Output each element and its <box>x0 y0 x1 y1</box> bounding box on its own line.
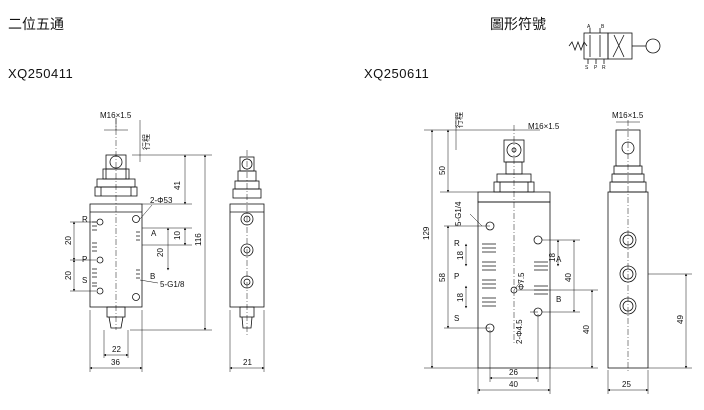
rs-thread-label: M16×1.5 <box>612 111 644 120</box>
symbol-port-p: P <box>594 65 598 71</box>
right-front-view <box>424 115 598 394</box>
model-right: XQ250611 <box>364 66 430 81</box>
lf-hole-note: 2-Φ53 <box>150 196 173 205</box>
lf-dim-h3: 20 <box>156 248 165 257</box>
lf-dim-overall: 116 <box>194 233 203 246</box>
lf-dim-h2: 10 <box>173 231 182 240</box>
lf-port-s: S <box>82 276 87 285</box>
rf-dim-rb: 40 <box>582 325 591 334</box>
rf-hole-note: 2-Φ4.5 <box>515 319 524 344</box>
lf-thread-label: M16×1.5 <box>100 111 132 120</box>
lf-dim-left2: 20 <box>64 271 73 280</box>
rf-dim-r2: 40 <box>564 273 573 282</box>
title-right: 圖形符號 <box>490 16 546 32</box>
model-left: XQ250411 <box>8 66 74 81</box>
left-front-view <box>70 118 212 372</box>
lf-port-a: A <box>151 229 157 238</box>
lf-dim-w2: 36 <box>111 358 120 367</box>
rf-thread-label: M16×1.5 <box>528 122 560 131</box>
left-side-view <box>229 150 265 372</box>
right-side-view <box>607 120 692 394</box>
lf-dim-h1: 41 <box>173 181 182 190</box>
symbol-box-2 <box>607 32 633 60</box>
lf-dim-left1: 20 <box>64 236 73 245</box>
ls-dim-width: 21 <box>243 358 252 367</box>
symbol-port-r: R <box>602 65 606 71</box>
rf-dim-mid: 58 <box>438 273 447 282</box>
symbol-port-a: A <box>587 24 591 30</box>
lf-port-note: 5-G1/8 <box>160 280 185 289</box>
lf-dim-w1: 22 <box>112 345 121 354</box>
rf-port-b: B <box>556 295 561 304</box>
roller-icon <box>645 38 661 54</box>
lf-stroke-label: 行程 <box>141 134 151 150</box>
rf-port-s: S <box>454 314 459 323</box>
rs-dim-height: 49 <box>676 315 685 324</box>
title-left: 二位五通 <box>8 16 64 32</box>
symbol-port-b: B <box>601 24 605 30</box>
rf-dim-overall: 129 <box>422 226 431 240</box>
rs-dim-width: 25 <box>622 380 631 389</box>
rf-dim-w2: 40 <box>509 380 518 389</box>
rf-port-r: R <box>454 239 460 248</box>
valve-symbol <box>568 28 661 64</box>
rf-port-note: 5-G1/4 <box>454 201 463 226</box>
lf-port-b: B <box>150 272 155 281</box>
symbol-box-1 <box>583 32 609 60</box>
lf-port-r: R <box>82 215 88 224</box>
rf-dim-htop: 50 <box>438 166 447 175</box>
rf-dim-s1: 18 <box>456 251 465 260</box>
symbol-port-s: S <box>585 65 589 71</box>
rf-dim-r1: 18 <box>548 253 557 262</box>
rf-stroke-label: 行程 <box>454 112 464 128</box>
rf-dim-s2: 18 <box>456 293 465 302</box>
rf-dim-w1: 26 <box>509 368 518 377</box>
lf-port-p: P <box>82 255 87 264</box>
rf-port-p: P <box>454 272 459 281</box>
rf-port-a: A <box>556 255 562 264</box>
rf-center-note: Φ7.5 <box>517 272 526 290</box>
